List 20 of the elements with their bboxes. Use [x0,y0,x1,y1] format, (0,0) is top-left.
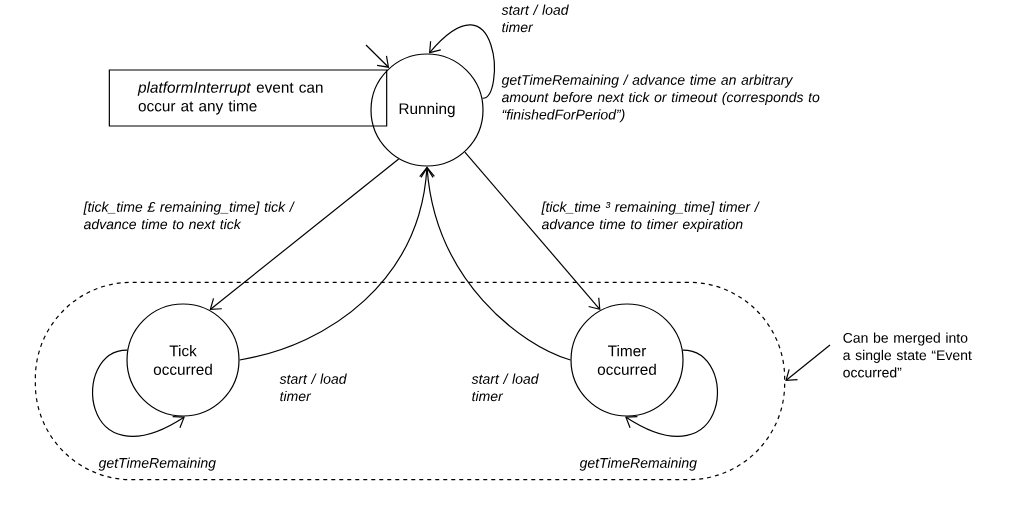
edge-label: start / load timer [279,373,347,402]
arrow [785,344,831,381]
edge-label: [tick_time ³ remaining_time] timer / advance time to timer expiration [541,201,760,232]
group-outline [34,281,786,481]
arrow [625,349,718,437]
edge-label: start / load timer [501,4,569,33]
annotation-text: Can be merged into a single state “Event occurred” [843,332,972,378]
arrow [209,158,400,310]
transition-label: getTimeRemaining / advance time an arbitrary amount before next tick or timeout (corresponds to “finishedForPeriod”) [501,74,820,123]
arrow [429,24,495,99]
note-box: platformInterrupt event can occur at any time [108,69,388,127]
arrow [92,349,185,437]
edge-label: getTimeRemaining [579,457,697,471]
arrow [239,166,434,361]
edge-label: [tick_time £ remaining_time] tick / advance time to next tick [83,201,295,230]
arrow [365,44,390,68]
arrow [464,151,601,311]
edge-label: start / load timer [471,373,539,402]
edge-label: getTimeRemaining [98,457,216,471]
arrow [420,166,571,361]
